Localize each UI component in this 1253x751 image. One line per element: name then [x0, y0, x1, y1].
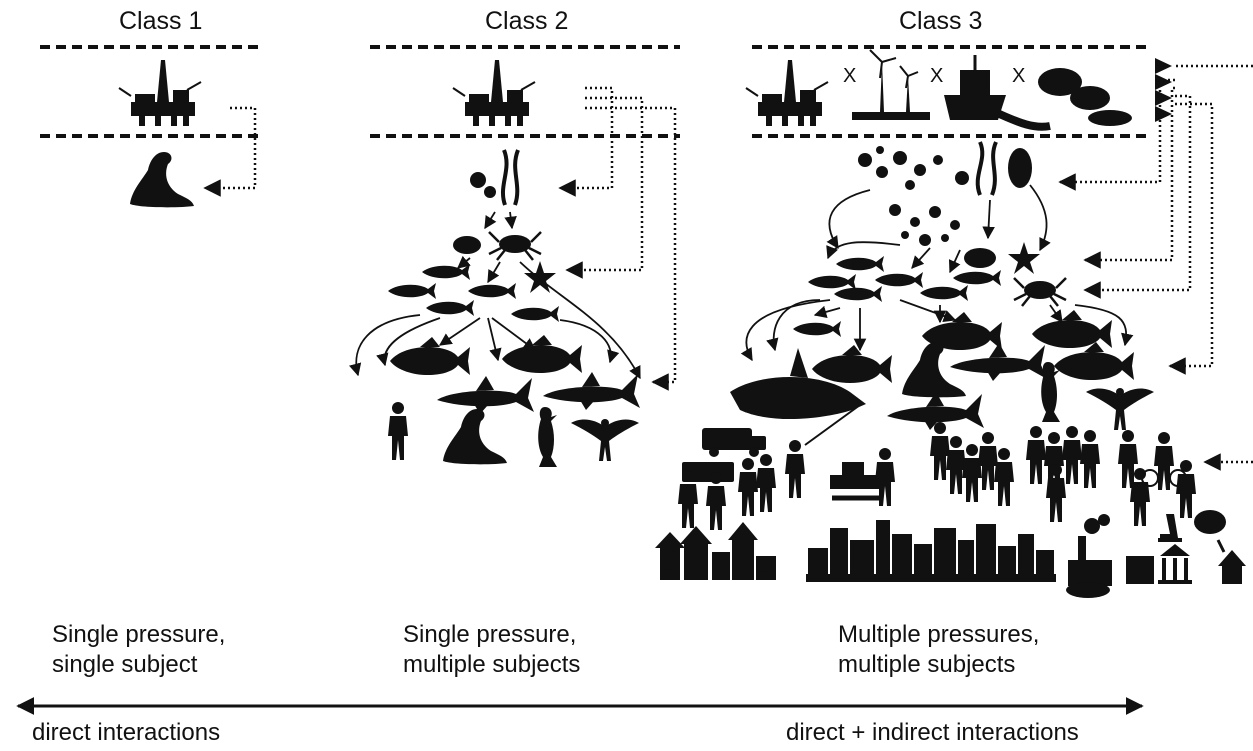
- fish-icon: [920, 285, 968, 301]
- microscope-icon: [1158, 514, 1182, 542]
- class-2-description-line1: Single pressure,: [403, 621, 577, 648]
- person-icon: [388, 402, 408, 460]
- house-icon: [1218, 550, 1246, 584]
- crab-icon: [1012, 276, 1068, 308]
- pressure-arrows: [558, 86, 677, 391]
- seabird-icon: [538, 407, 557, 467]
- person-icon: [738, 458, 758, 516]
- seal-icon: [443, 409, 507, 465]
- class-3-description-line1: Multiple pressures,: [838, 621, 1040, 648]
- oil-platform-icon: [118, 59, 202, 127]
- spectrum-right-label: direct + indirect interactions: [786, 719, 1079, 746]
- person-icon: [1062, 426, 1082, 484]
- rockfish-icon: [812, 345, 892, 384]
- pressure-inputs: [1155, 58, 1253, 122]
- class-1-description-line2: single subject: [52, 651, 198, 678]
- fishing-vessel-icon: [944, 55, 1051, 131]
- pressure-arrow: [203, 106, 257, 197]
- fish-icon: [468, 283, 516, 299]
- fish-icon: [875, 272, 923, 288]
- starfish-icon: [1008, 242, 1040, 274]
- office-building-icon: [1126, 556, 1154, 584]
- seal-icon: [130, 152, 194, 208]
- pressure-arrows: [1058, 78, 1253, 471]
- city-skyline-icon: [806, 520, 1056, 582]
- fish-icon: [834, 286, 882, 302]
- person-icon: [1118, 430, 1138, 488]
- zooplankton-icon: [453, 236, 481, 254]
- society-icons: [678, 404, 1196, 530]
- fish-icon: [422, 264, 470, 280]
- fish-icon: [426, 300, 474, 316]
- person-icon: [962, 444, 982, 502]
- cormorant-icon: [571, 419, 639, 461]
- person-icon: [930, 422, 950, 480]
- plankton-icon: [858, 146, 960, 246]
- class-1-description-line1: Single pressure,: [52, 621, 226, 648]
- class-3-description-line2: multiple subjects: [838, 651, 1016, 678]
- class-2-description-line2: multiple subjects: [403, 651, 581, 678]
- pressure-separator: X: [1012, 65, 1025, 87]
- class-1-title: Class 1: [119, 7, 203, 35]
- class-3-panel: X X X: [655, 45, 1253, 598]
- bank-icon: [1158, 544, 1192, 584]
- class-2-panel: [348, 45, 680, 467]
- kelp-icon: [955, 141, 998, 196]
- person-icon: [1176, 460, 1196, 518]
- person-icon: [946, 436, 966, 494]
- seabird-icon: [1041, 362, 1060, 422]
- orca-icon: [730, 348, 866, 420]
- shark-icon: [437, 376, 534, 414]
- fish-icon: [388, 283, 436, 299]
- fish-icon: [1032, 310, 1112, 349]
- zooplankton-icon: [964, 248, 996, 268]
- cormorant-icon: [1086, 388, 1154, 430]
- fish-icon: [502, 335, 582, 374]
- fish-icon: [953, 270, 1001, 286]
- class-1-panel: [40, 45, 262, 208]
- vehicle-icon: [702, 428, 766, 457]
- person-icon: [1080, 430, 1100, 488]
- spectrum-left-label: direct interactions: [32, 719, 221, 746]
- pressure-separator: X: [930, 65, 943, 87]
- oil-platform-icon: [745, 59, 829, 127]
- town-icon: [655, 522, 776, 580]
- flatfish-icon: [390, 337, 470, 376]
- fish-icon: [793, 321, 841, 337]
- oil-platform-icon: [452, 59, 536, 127]
- class-2-title: Class 2: [485, 7, 569, 35]
- food-web-arrows: [740, 184, 1134, 362]
- fish-icon: [836, 256, 884, 272]
- kelp-icon: [470, 149, 520, 206]
- seal-icon: [902, 342, 966, 398]
- food-web-arrows: [348, 211, 641, 380]
- person-icon: [1026, 426, 1046, 484]
- fish-icon: [511, 306, 559, 322]
- class-3-title: Class 3: [899, 7, 983, 35]
- shark-icon: [543, 372, 640, 410]
- fishing-icon: [785, 404, 895, 506]
- art-palette-icon: [1194, 510, 1226, 553]
- jellyfish-icon: [1008, 148, 1032, 188]
- person-icon: [756, 454, 776, 512]
- wind-turbine-icon: [852, 49, 930, 120]
- factory-icon: [1066, 514, 1112, 598]
- fish-icon: [808, 274, 856, 290]
- crab-icon: [487, 230, 543, 262]
- shipping-icon: [1038, 68, 1132, 126]
- pressure-separator: X: [843, 65, 856, 87]
